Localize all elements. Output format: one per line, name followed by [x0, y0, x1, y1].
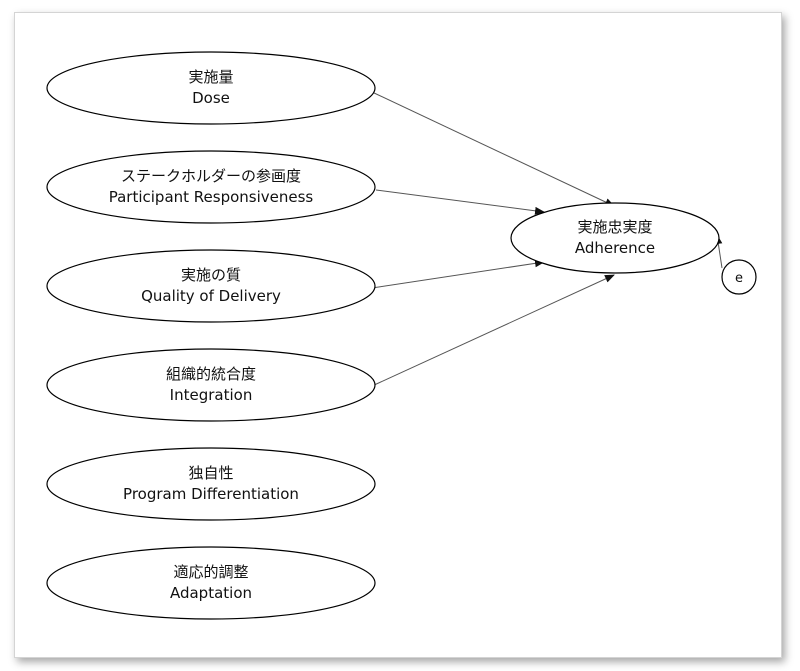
- node-differentiation-label-en: Program Differentiation: [123, 485, 299, 503]
- node-responsiveness: ステークホルダーの参画度 Participant Responsiveness: [46, 150, 376, 224]
- node-adaptation-label-en: Adaptation: [170, 584, 252, 602]
- node-differentiation-label-ja: 独自性: [188, 464, 233, 482]
- node-adaptation-label-ja: 適応的調整: [173, 563, 248, 581]
- node-quality: 実施の質 Quality of Delivery: [46, 249, 376, 323]
- node-adherence-ellipse: [510, 202, 720, 274]
- node-responsiveness-label-ja: ステークホルダーの参画度: [121, 167, 301, 185]
- node-quality-ellipse: [46, 249, 376, 323]
- node-dose-ellipse: [46, 51, 376, 125]
- node-adherence-label-en: Adherence: [575, 239, 655, 257]
- node-quality-label-ja: 実施の質: [181, 266, 241, 284]
- node-integration: 組織的統合度 Integration: [46, 348, 376, 422]
- node-adaptation: 適応的調整 Adaptation: [46, 546, 376, 620]
- node-error-label: e: [735, 271, 743, 286]
- node-dose-label-en: Dose: [192, 89, 230, 107]
- node-error-circle: [721, 259, 757, 295]
- edges: [371, 91, 723, 387]
- node-integration-ellipse: [46, 348, 376, 422]
- node-dose: 実施量 Dose: [46, 51, 376, 125]
- node-quality-label-en: Quality of Delivery: [141, 287, 281, 305]
- node-error: e: [721, 259, 757, 295]
- edge-responsiveness-adherence: [375, 189, 545, 215]
- edge-dose-adherence: [371, 91, 615, 207]
- node-integration-label-en: Integration: [170, 386, 253, 404]
- node-responsiveness-label-en: Participant Responsiveness: [109, 188, 314, 206]
- node-adaptation-ellipse: [46, 546, 376, 620]
- node-integration-label-ja: 組織的統合度: [166, 365, 256, 383]
- edge-quality-adherence: [371, 259, 545, 289]
- node-dose-label-ja: 実施量: [188, 68, 233, 86]
- edge-integration-adherence: [371, 274, 615, 387]
- node-adherence-label-ja: 実施忠実度: [577, 218, 652, 236]
- node-differentiation-ellipse: [46, 447, 376, 521]
- node-differentiation: 独自性 Program Differentiation: [46, 447, 376, 521]
- node-adherence: 実施忠実度 Adherence: [510, 202, 720, 274]
- node-responsiveness-ellipse: [46, 150, 376, 224]
